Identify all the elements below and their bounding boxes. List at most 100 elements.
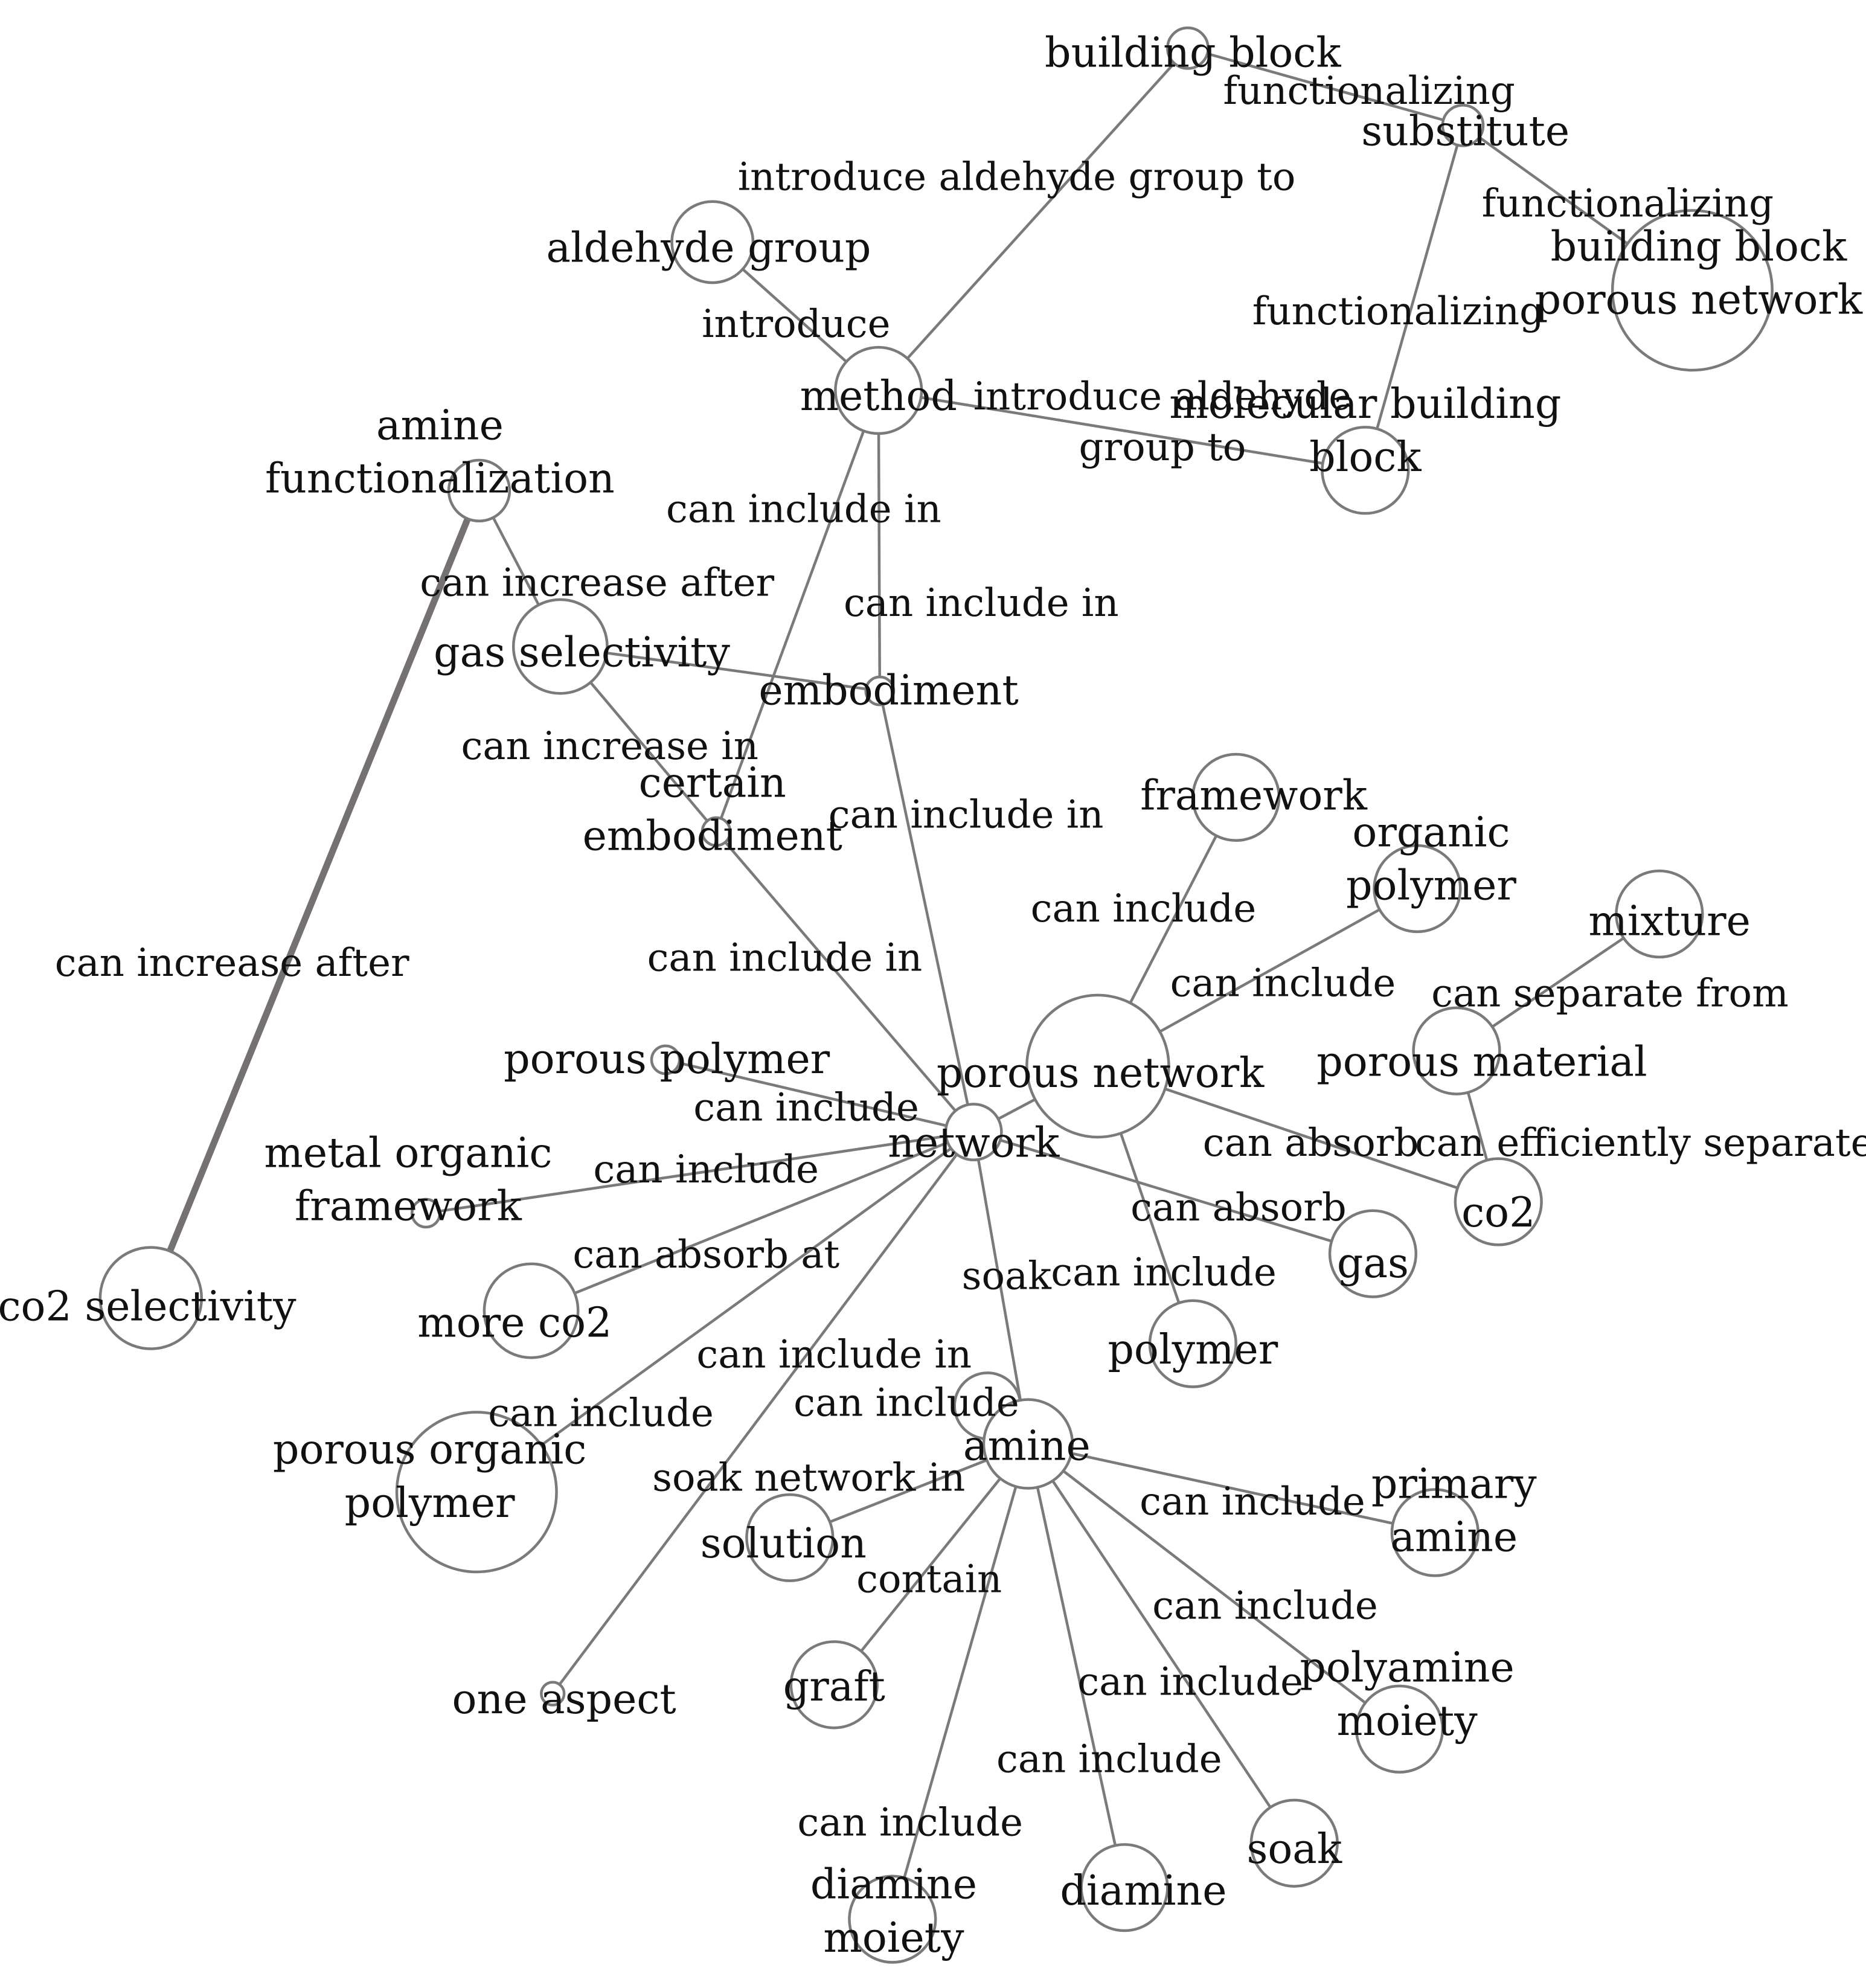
node-mixture[interactable] — [1615, 869, 1704, 959]
edge-network-amine — [972, 1132, 1030, 1445]
edge-amine-polyamine_moiety — [1027, 1443, 1400, 1731]
node-method[interactable] — [834, 345, 923, 435]
node-label-gas-selectivity-line: gas selectivity — [434, 629, 730, 676]
node-building-block[interactable] — [1166, 26, 1210, 70]
node-one-aspect[interactable] — [540, 1681, 566, 1707]
node-label-polymer: polymer — [1108, 1326, 1278, 1373]
edge-amine-diamine_moiety — [891, 1443, 1030, 1920]
edge-label-network-amine: soak — [962, 1254, 1053, 1299]
edge-label-network-porous-organic-polymer: can include — [488, 1391, 714, 1435]
edge-label-method-embodiment: can include in — [844, 581, 1119, 626]
node-label-diamine-line: diamine — [1060, 1867, 1226, 1915]
node-bbpn[interactable] — [1611, 209, 1774, 372]
node-co2[interactable] — [1454, 1157, 1543, 1246]
edge-method-building_block — [877, 47, 1189, 392]
edge-label-embodiment-network: can include in — [829, 792, 1104, 837]
node-label-polyamine-moiety-line: polyamine — [1300, 1644, 1514, 1691]
edge-label-amine-graft: contain — [856, 1557, 1002, 1602]
edge-amine-soak — [1027, 1443, 1296, 1844]
node-organic-polymer[interactable] — [1373, 844, 1462, 934]
node-porous-material[interactable] — [1412, 1006, 1501, 1095]
edge-label-substitute-bbpn: functionalizing — [1482, 182, 1774, 226]
edge-embodiment-network — [878, 690, 975, 1133]
node-polyamine-moiety[interactable] — [1355, 1684, 1444, 1774]
node-label-aldehyde-group: aldehyde group — [546, 224, 871, 272]
edge-label-amine-diamine-moiety: can include — [797, 1800, 1023, 1845]
node-amine[interactable] — [982, 1398, 1074, 1490]
node-label-one-aspect: one aspect — [452, 1676, 676, 1723]
edge-label-network-gas: can absorb — [1130, 1185, 1347, 1230]
node-label-polyamine-moiety-line: moiety — [1337, 1697, 1478, 1745]
edge-label-amine-func-co2-selectivity: can increase after — [55, 941, 409, 986]
node-label-embodiment: embodiment — [758, 667, 1018, 714]
node-label-amine-line: amine — [963, 1422, 1091, 1470]
edge-network-gas — [973, 1130, 1374, 1255]
node-label-method-line: method — [800, 373, 957, 420]
edge-method-certain_embodiment — [714, 390, 880, 832]
edge-network-mof — [425, 1130, 974, 1215]
node-label-diamine-moiety-line: diamine — [810, 1861, 977, 1908]
node-label-porous-polymer-line: porous polymer — [504, 1036, 830, 1083]
edge-network-porous_polymer — [665, 1058, 974, 1133]
node-diamine-moiety[interactable] — [848, 1874, 937, 1964]
node-porous-polymer[interactable] — [650, 1044, 681, 1076]
edge-method-molecular_bb — [878, 389, 1366, 472]
node-substitute[interactable] — [1441, 103, 1485, 147]
edge-label-amine-func-gas-selectivity: can increase after — [420, 560, 774, 605]
node-porous-network[interactable] — [1025, 993, 1170, 1139]
node-label-graft-line: graft — [783, 1663, 885, 1711]
node-label-organic-polymer-line: polymer — [1346, 862, 1516, 909]
edge-label-network-one-aspect: can include in — [696, 1333, 972, 1377]
edge-label-amine-diamine: can include — [996, 1737, 1222, 1781]
edge-label-amine-primary-amine: can include — [1140, 1480, 1365, 1524]
edge-label-gas-selectivity-certain-embodiment: can increase in — [461, 724, 758, 769]
node-label-porous-network-line: porous network — [937, 1050, 1265, 1097]
node-amine-func[interactable] — [447, 458, 511, 523]
node-label-network-line: network — [888, 1119, 1060, 1167]
edge-label-porous-network-co2: can absorb — [1203, 1121, 1419, 1166]
node-label-diamine-moiety-line: moiety — [823, 1914, 964, 1961]
node-label-network: network — [888, 1119, 1060, 1167]
node-label-certain-embodiment-line: embodiment — [583, 812, 842, 860]
node-molecular-bb[interactable] — [1321, 426, 1410, 515]
edge-label-porous-material-mixture: can separate from — [1431, 971, 1789, 1016]
node-label-more-co2-line: more co2 — [417, 1299, 612, 1347]
node-solution[interactable] — [745, 1493, 835, 1582]
node-label-building-block: building block — [1045, 29, 1341, 77]
node-porous-organic-polymer[interactable] — [395, 1411, 558, 1574]
edge-label-certain-embodiment-network: can include in — [647, 936, 923, 981]
node-label-primary-amine-line: amine — [1390, 1513, 1518, 1561]
node-label-framework: framework — [1140, 772, 1368, 819]
node-embodiment[interactable] — [864, 675, 896, 707]
edge-amine-diamine — [1027, 1443, 1126, 1888]
nodes-layer — [98, 26, 1774, 1964]
node-primary-amine[interactable] — [1390, 1488, 1480, 1577]
node-label-polymer-line: polymer — [1108, 1326, 1278, 1373]
node-certain-embodiment[interactable] — [701, 816, 732, 847]
node-network[interactable] — [944, 1103, 1003, 1162]
node-more-co2[interactable] — [483, 1262, 580, 1359]
node-label-graft: graft — [783, 1663, 885, 1711]
node-graft[interactable] — [789, 1640, 879, 1730]
node-mof[interactable] — [410, 1198, 441, 1229]
node-polymer[interactable] — [1148, 1299, 1237, 1388]
edge-building_block-substitute — [1187, 46, 1464, 127]
node-gas[interactable] — [1328, 1209, 1418, 1298]
edge-method-embodiment — [877, 390, 882, 691]
node-framework[interactable] — [1191, 752, 1281, 842]
node-co2-selectivity[interactable] — [98, 1246, 204, 1350]
node-label-mixture: mixture — [1588, 897, 1750, 945]
edge-label-network-mof: can include — [593, 1147, 819, 1192]
node-aldehyde-group[interactable] — [670, 200, 755, 284]
node-diamine[interactable] — [1080, 1843, 1169, 1932]
node-soak[interactable] — [1249, 1798, 1339, 1888]
node-gas-selectivity[interactable] — [511, 598, 609, 695]
edge-label-network-porous-polymer: can include — [693, 1085, 919, 1130]
